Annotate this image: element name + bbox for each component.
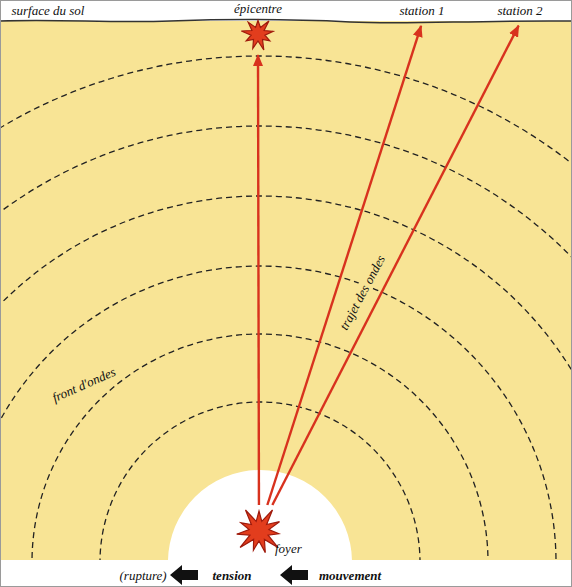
wave-path-arrow: [272, 26, 518, 505]
focus-node: foyer: [233, 505, 325, 563]
movement-arrow: [280, 565, 308, 585]
epicentre-node: épicentre: [234, 1, 282, 52]
station-node: station 2: [497, 3, 542, 23]
movement-label: mouvement: [317, 568, 383, 583]
station-node: station 1: [399, 3, 444, 23]
ground-surface: [0, 20, 572, 23]
epicentre-star: [240, 16, 276, 52]
surface-label: surface du sol: [10, 3, 87, 18]
ground-area: [0, 21, 572, 560]
epicentre-label: épicentre: [234, 1, 282, 16]
rupture-label: (rupture): [118, 568, 169, 583]
wave-path-arrow: [267, 26, 421, 505]
focus-label: foyer: [275, 541, 302, 556]
station-label: station 1: [399, 3, 444, 18]
station-label: station 2: [497, 3, 542, 18]
tension-arrow: [170, 565, 198, 585]
wave-path-arrow: [257, 55, 260, 505]
wave-fronts: [0, 56, 572, 560]
tension-label: tension: [211, 568, 254, 583]
